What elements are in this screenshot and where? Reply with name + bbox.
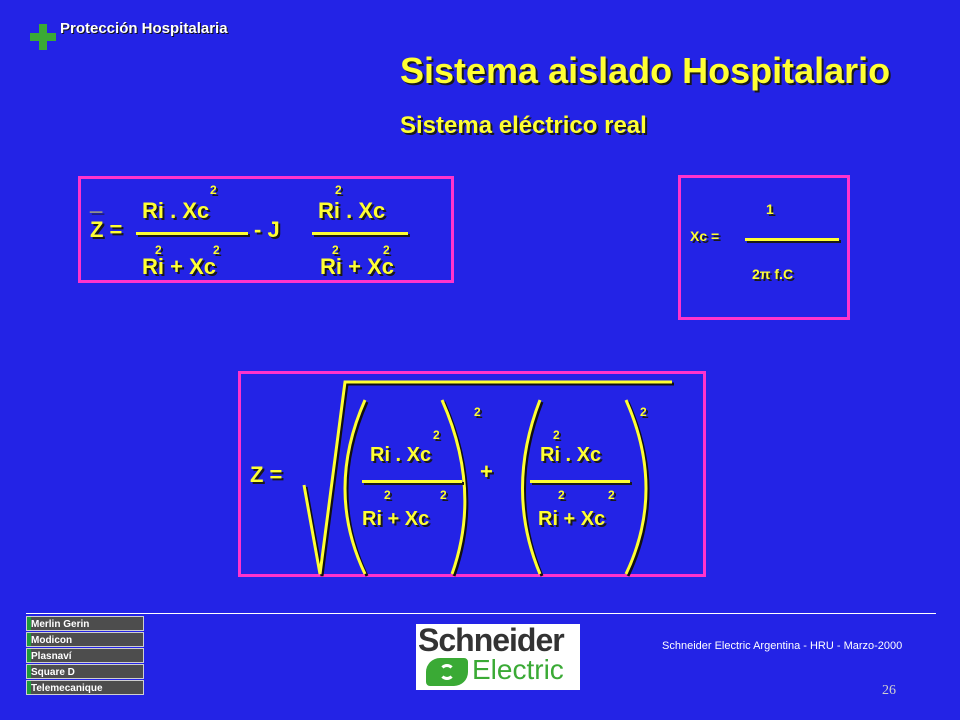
left-paren-2 bbox=[521, 399, 542, 575]
schneider-logo: Schneider Electric bbox=[416, 622, 580, 690]
exponent: 2 bbox=[608, 488, 615, 502]
exponent: 2 bbox=[553, 428, 560, 442]
denominator-2: Ri + Xc bbox=[320, 254, 394, 279]
magnitude-numerator-2: Ri . Xc bbox=[540, 444, 602, 466]
exponent: 2 bbox=[155, 243, 162, 257]
magnitude-fraction-bar-1 bbox=[362, 480, 462, 483]
brand-plasnavi: Plasnaví bbox=[26, 648, 144, 663]
brand-square-d: Square D bbox=[26, 664, 144, 679]
formula-box-xc bbox=[678, 175, 850, 320]
exponent: 2 bbox=[558, 488, 565, 502]
xc-denominator: 2π f.C bbox=[752, 266, 794, 282]
brand-label: Protección Hospitalaria bbox=[60, 20, 228, 37]
page-number: 26 bbox=[882, 683, 896, 698]
exponent: 2 bbox=[332, 243, 339, 257]
electric-logo-text: Electric bbox=[472, 654, 564, 685]
fraction-bar-1 bbox=[136, 232, 248, 235]
exponent: 2 bbox=[210, 183, 217, 197]
footer-credit: Schneider Electric Argentina - HRU - Mar… bbox=[662, 640, 903, 652]
right-paren-2 bbox=[624, 399, 648, 575]
exponent: 2 bbox=[213, 243, 220, 257]
magnitude-fraction-bar-2 bbox=[530, 480, 630, 483]
hospital-cross-icon bbox=[30, 24, 56, 50]
exponent: 2 bbox=[383, 243, 390, 257]
xc-numerator: 1 bbox=[766, 201, 774, 217]
magnitude-numerator-1: Ri . Xc bbox=[370, 444, 432, 466]
exponent: 2 bbox=[335, 183, 342, 197]
brand-list: Merlin Gerin Modicon Plasnaví Square D T… bbox=[26, 616, 144, 696]
formula-box-magnitude bbox=[238, 371, 706, 577]
brand-telemecanique: Telemecanique bbox=[26, 680, 144, 695]
xc-fraction-bar bbox=[745, 238, 839, 241]
sqrt-radical bbox=[302, 380, 672, 575]
z-label: Z = bbox=[90, 217, 123, 242]
exponent: 2 bbox=[440, 488, 447, 502]
numerator-2: Ri . Xc bbox=[318, 198, 386, 223]
brand-modicon: Modicon bbox=[26, 632, 144, 647]
plus-operator: + bbox=[480, 459, 493, 484]
footer-divider bbox=[26, 613, 936, 614]
magnitude-denominator-2: Ri + Xc bbox=[538, 508, 606, 530]
schneider-logo-text: Schneider bbox=[418, 622, 565, 658]
exponent: 2 bbox=[433, 428, 440, 442]
se-mark-icon bbox=[426, 658, 468, 686]
outer-exponent-1: 2 bbox=[474, 405, 481, 419]
formula-box-main bbox=[78, 176, 454, 283]
exponent: 2 bbox=[384, 488, 391, 502]
minus-j-operator: - J bbox=[254, 217, 280, 242]
left-paren-1 bbox=[343, 399, 367, 575]
page-title: Sistema aislado Hospitalario bbox=[400, 50, 891, 91]
numerator-1: Ri . Xc bbox=[142, 198, 210, 223]
magnitude-denominator-1: Ri + Xc bbox=[362, 508, 430, 530]
denominator-1: Ri + Xc bbox=[142, 254, 216, 279]
xc-label: Xc = bbox=[690, 228, 720, 244]
z-magnitude-label: Z = bbox=[250, 462, 283, 487]
brand-merlin-gerin: Merlin Gerin bbox=[26, 616, 144, 631]
fraction-bar-2 bbox=[312, 232, 408, 235]
z-vector-bar: _ bbox=[90, 190, 103, 215]
outer-exponent-2: 2 bbox=[640, 405, 647, 419]
page-subtitle: Sistema eléctrico real bbox=[400, 112, 647, 139]
right-paren-1 bbox=[440, 399, 467, 575]
